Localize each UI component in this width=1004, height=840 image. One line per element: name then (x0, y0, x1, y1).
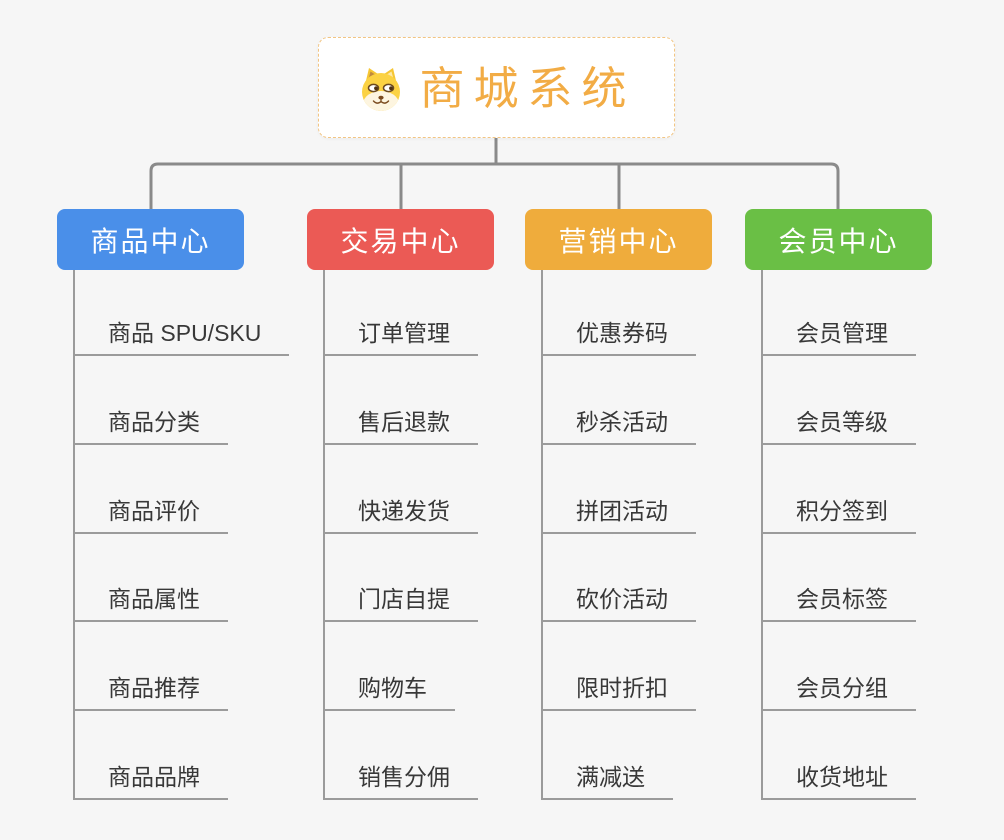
branch-header-trade-center[interactable]: 交易中心 (307, 209, 494, 270)
branch-column-member-center: 会员管理 会员等级 积分签到 会员标签 会员分组 收货地址 (761, 270, 916, 800)
root-node[interactable]: 商城系统 (318, 37, 675, 138)
leaf-item[interactable]: 收货地址 (763, 711, 916, 800)
root-title: 商城系统 (419, 63, 636, 114)
leaf-item[interactable]: 拼团活动 (543, 445, 696, 534)
branch-header-member-center[interactable]: 会员中心 (745, 209, 932, 270)
branch-column-marketing-center: 优惠券码 秒杀活动 拼团活动 砍价活动 限时折扣 满减送 (541, 270, 696, 800)
leaf-item[interactable]: 商品品牌 (75, 711, 228, 800)
doge-icon (357, 64, 405, 112)
leaf-item[interactable]: 销售分佣 (325, 711, 478, 800)
branch-header-label: 交易中心 (340, 225, 461, 257)
leaf-item[interactable]: 商品 SPU/SKU (75, 270, 290, 356)
leaf-item[interactable]: 会员分组 (763, 622, 916, 712)
branch-header-product-center[interactable]: 商品中心 (57, 209, 244, 270)
branch-header-label: 商品中心 (90, 225, 211, 257)
leaf-item[interactable]: 会员标签 (763, 534, 916, 623)
leaf-item[interactable]: 商品推荐 (75, 622, 228, 712)
leaf-item[interactable]: 秒杀活动 (543, 356, 696, 445)
leaf-item[interactable]: 门店自提 (325, 534, 478, 623)
leaf-item[interactable]: 商品属性 (75, 534, 228, 623)
leaf-item[interactable]: 积分签到 (763, 445, 916, 534)
branch-header-label: 会员中心 (778, 225, 899, 257)
leaf-item[interactable]: 商品分类 (75, 356, 228, 445)
leaf-item[interactable]: 会员等级 (763, 356, 916, 445)
leaf-item[interactable]: 订单管理 (325, 270, 478, 356)
branch-header-marketing-center[interactable]: 营销中心 (525, 209, 712, 270)
leaf-item[interactable]: 购物车 (325, 622, 455, 712)
leaf-item[interactable]: 砍价活动 (543, 534, 696, 623)
leaf-item[interactable]: 售后退款 (325, 356, 478, 445)
branch-column-trade-center: 订单管理 售后退款 快递发货 门店自提 购物车 销售分佣 (323, 270, 478, 800)
branch-header-label: 营销中心 (558, 225, 679, 257)
leaf-item[interactable]: 限时折扣 (543, 622, 696, 712)
leaf-item[interactable]: 快递发货 (325, 445, 478, 534)
branch-bus-line (149, 162, 840, 209)
leaf-item[interactable]: 会员管理 (763, 270, 916, 356)
leaf-item[interactable]: 商品评价 (75, 445, 228, 534)
branch-column-product-center: 商品 SPU/SKU 商品分类 商品评价 商品属性 商品推荐 商品品牌 (73, 270, 290, 800)
leaf-item[interactable]: 满减送 (543, 711, 673, 800)
leaf-item[interactable]: 优惠券码 (543, 270, 696, 356)
